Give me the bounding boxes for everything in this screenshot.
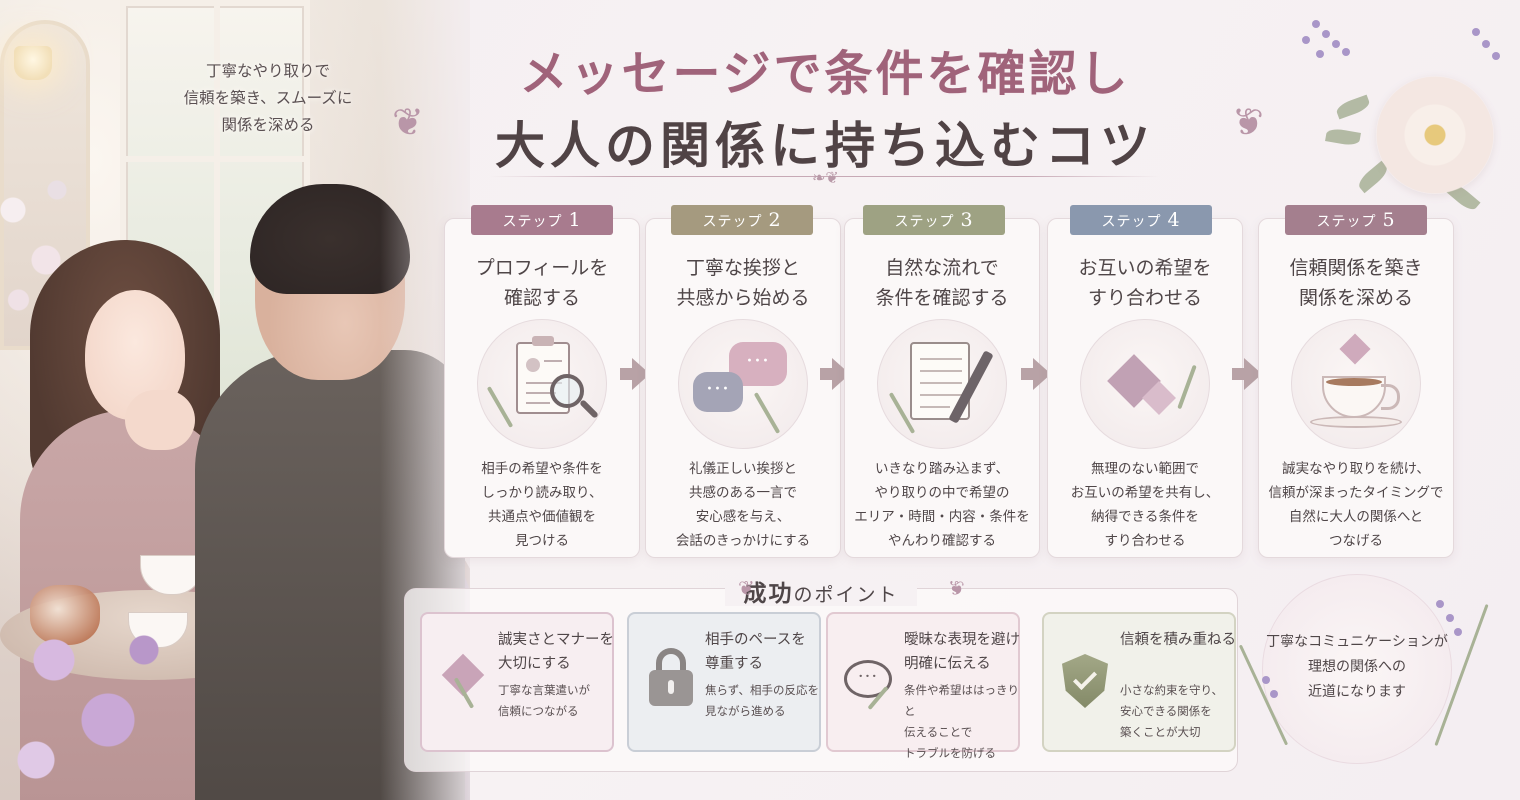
heart-icon bbox=[434, 640, 494, 710]
step-card-1: プロフィールを 確認する 相手の希望や条件を しっかり読み取り、 共通点や価値観… bbox=[444, 218, 640, 558]
floral-decoration bbox=[1290, 0, 1520, 220]
step-description: 相手の希望や条件を しっかり読み取り、 共通点や価値観を 見つける bbox=[481, 461, 603, 549]
closing-message: 丁寧なコミュニケーションが 理想の関係への 近道になります bbox=[1266, 634, 1448, 700]
padlock-icon bbox=[641, 640, 701, 710]
step-title: 自然な流れで 条件を確認する bbox=[875, 257, 1009, 309]
step-title: お互いの希望を すり合わせる bbox=[1078, 257, 1212, 309]
teacup-heart-icon bbox=[1291, 319, 1421, 449]
step-description: いきなり踏み込まず、 やり取りの中で希望の エリア・時間・内容・条件を やんわり… bbox=[854, 461, 1030, 549]
white-flower-icon bbox=[1376, 76, 1494, 194]
shield-check-icon bbox=[1056, 640, 1116, 710]
step-title: 信頼関係を築き 関係を深める bbox=[1289, 257, 1423, 309]
points-title: 成功のポイント bbox=[404, 574, 1238, 608]
page-title-line1: メッセージで条件を確認し bbox=[519, 46, 1131, 102]
chat-bubbles-icon: ··· ··· bbox=[678, 319, 808, 449]
header-divider bbox=[490, 176, 1160, 177]
step-description: 誠実なやり取りを続け、 信頼が深まったタイミングで 自然に大人の関係へと つなげ… bbox=[1268, 461, 1444, 549]
point-card-2: 相手のペースを 尊重する 焦らず、相手の反応を 見ながら進める bbox=[627, 612, 821, 752]
arrow-right-icon bbox=[1232, 358, 1262, 390]
intro-text: 丁寧なやり取りで 信頼を築き、スムーズに 関係を深める bbox=[183, 62, 353, 134]
couple-illustration bbox=[0, 0, 470, 800]
ornament-icon: ❧❦ bbox=[812, 168, 839, 187]
flowers-foreground bbox=[0, 600, 180, 800]
closing-circle bbox=[1262, 574, 1452, 764]
step-title: 丁寧な挨拶と 共感から始める bbox=[676, 257, 810, 309]
sprig-left-icon: ❦ bbox=[392, 100, 424, 144]
step-card-4: お互いの希望を すり合わせる 無理のない範囲で お互いの希望を共有し、 納得でき… bbox=[1047, 218, 1243, 558]
step-description: 礼儀正しい挨拶と 共感のある一言で 安心感を与え、 会話のきっかけにする bbox=[675, 461, 811, 549]
step-description: 無理のない範囲で お互いの希望を共有し、 納得できる条件を すり合わせる bbox=[1070, 461, 1220, 549]
point-title: 誠実さとマナーを 大切にする bbox=[498, 632, 614, 672]
flourish-icon: ❦ bbox=[948, 576, 965, 600]
step-card-2: 丁寧な挨拶と 共感から始める ··· ··· 礼儀正しい挨拶と 共感のある一言で… bbox=[645, 218, 841, 558]
two-hearts-icon bbox=[1080, 319, 1210, 449]
point-description: 丁寧な言葉遣いが 信頼につながる bbox=[498, 683, 590, 718]
sprig-right-icon: ❦ bbox=[1232, 100, 1264, 144]
page-title-line2: 大人の関係に持ち込むコツ bbox=[495, 116, 1155, 175]
notepad-pen-icon bbox=[877, 319, 1007, 449]
point-title: 信頼を積み重ねる bbox=[1120, 632, 1236, 648]
flourish-icon: ❦ bbox=[738, 576, 755, 600]
point-description: 小さな約束を守り、 安心できる関係を 築くことが大切 bbox=[1120, 683, 1224, 739]
arrow-right-icon bbox=[1021, 358, 1051, 390]
point-card-3: ··· 曖昧な表現を避け 明確に伝える 条件や希望ははっきりと 伝えることで ト… bbox=[826, 612, 1020, 760]
point-card-4: 信頼を積み重ねる 小さな約束を守り、 安心できる関係を 築くことが大切 bbox=[1042, 612, 1236, 752]
step-card-5: 信頼関係を築き 関係を深める 誠実なやり取りを続け、 信頼が深まったタイミングで… bbox=[1258, 218, 1454, 558]
point-description: 条件や希望ははっきりと 伝えることで トラブルを防げる bbox=[904, 683, 1019, 760]
point-description: 焦らず、相手の反応を 見ながら進める bbox=[705, 683, 819, 718]
step-card-3: 自然な流れで 条件を確認する いきなり踏み込まず、 やり取りの中で希望の エリア… bbox=[844, 218, 1040, 558]
speech-bubble-icon: ··· bbox=[840, 640, 900, 711]
point-title: 相手のペースを 尊重する bbox=[705, 632, 806, 672]
step-title: プロフィールを 確認する bbox=[475, 257, 609, 309]
clipboard-magnifier-icon bbox=[477, 319, 607, 449]
point-card-1: 誠実さとマナーを 大切にする 丁寧な言葉遣いが 信頼につながる bbox=[420, 612, 614, 752]
point-title: 曖昧な表現を避け 明確に伝える bbox=[904, 632, 1020, 672]
wall-lamp bbox=[14, 46, 52, 80]
